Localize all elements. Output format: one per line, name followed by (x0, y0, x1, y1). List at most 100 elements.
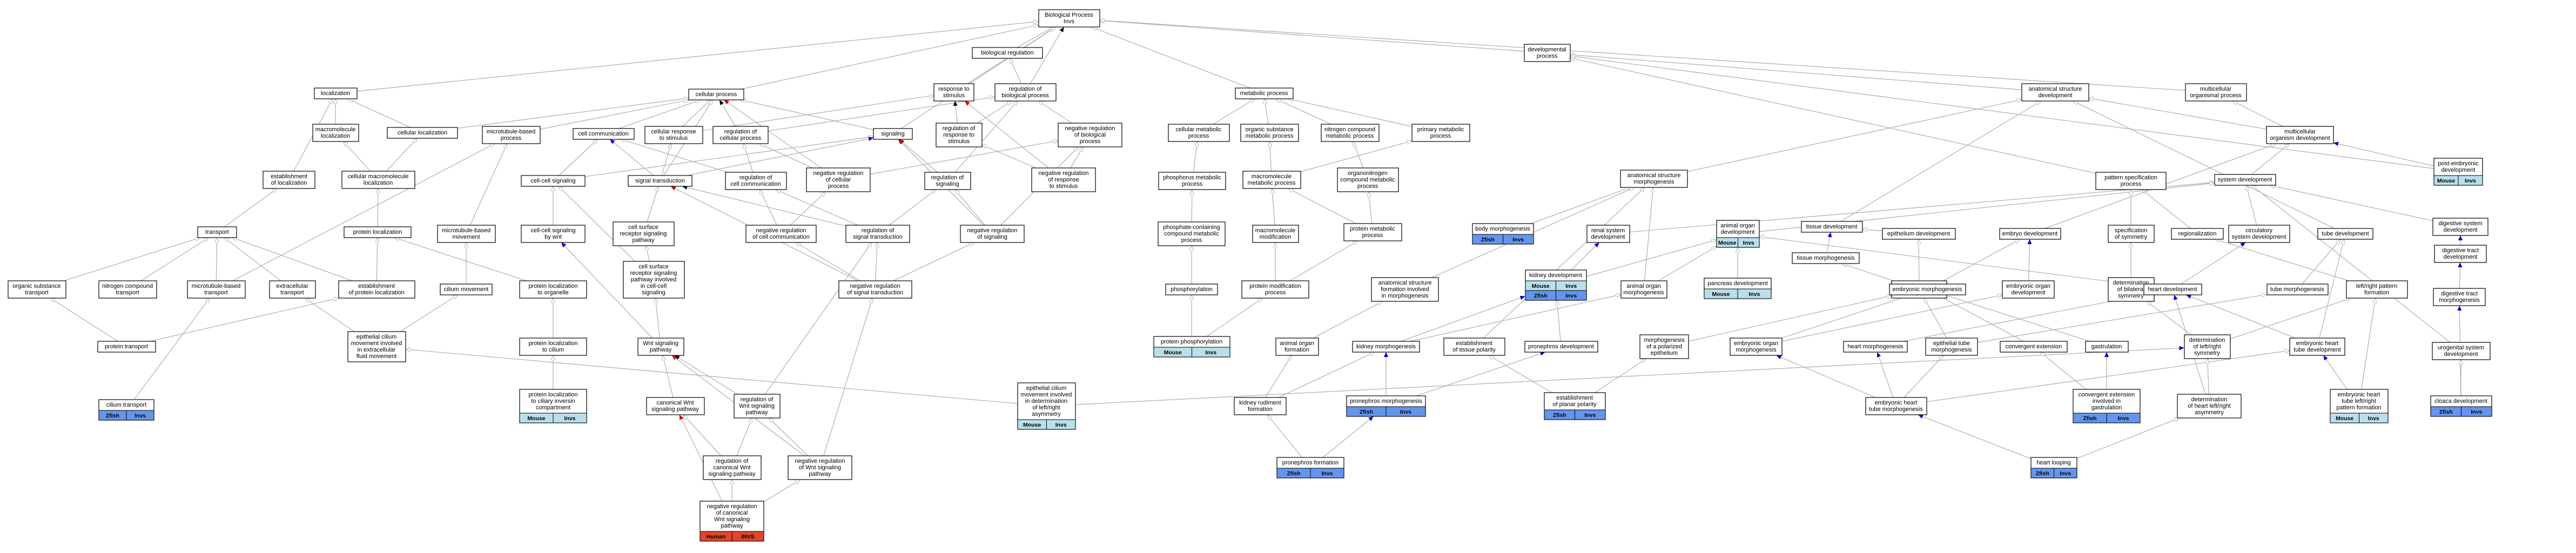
go-term-tissue-morphogenesis[interactable]: tissue morphogenesis (1792, 252, 1860, 264)
go-term-transport[interactable]: transport (197, 226, 237, 238)
go-term-cilium-movement[interactable]: cilium movement (440, 284, 493, 295)
go-term-cell-communication[interactable]: cell communication (573, 128, 635, 140)
go-term-epithelium-development[interactable]: epithelium development (1882, 228, 1956, 240)
go-term-gastrulation[interactable]: gastrulation (2085, 341, 2129, 353)
go-term-pronephros-development[interactable]: pronephros development (1524, 341, 1598, 353)
go-term-protein-transport[interactable]: protein transport (97, 341, 156, 353)
go-term-embryonic-morphogenesis[interactable]: embryonic morphogenesis (1889, 284, 1966, 295)
go-term-tube-morphogenesis[interactable]: tube morphogenesis (2266, 284, 2329, 295)
go-term-cell-cell-signaling[interactable]: cell-cell signaling (521, 175, 586, 187)
go-term-protein-localization[interactable]: protein localization (344, 226, 412, 238)
go-term-localization[interactable]: localization (314, 87, 358, 99)
go-term-biological-regulation[interactable]: biological regulation (972, 47, 1043, 59)
go-term-kidney-morphogenesis[interactable]: kidney morphogenesis (1352, 341, 1420, 353)
go-term-heart-morphogenesis[interactable]: heart morphogenesis (1843, 341, 1908, 353)
go-term-signaling[interactable]: signaling (873, 128, 913, 140)
go-term-signal-transduction[interactable]: signal transduction (628, 175, 692, 187)
go-term-cellular-localization[interactable]: cellular localization (387, 127, 458, 139)
go-term-metabolic-process[interactable]: metabolic process (1235, 87, 1294, 99)
go-term-heart-development[interactable]: heart development (2143, 284, 2202, 295)
go-term-embryo-development[interactable]: embryo development (1999, 228, 2061, 240)
go-term-convergent-extension[interactable]: convergent extension (2000, 341, 2068, 353)
